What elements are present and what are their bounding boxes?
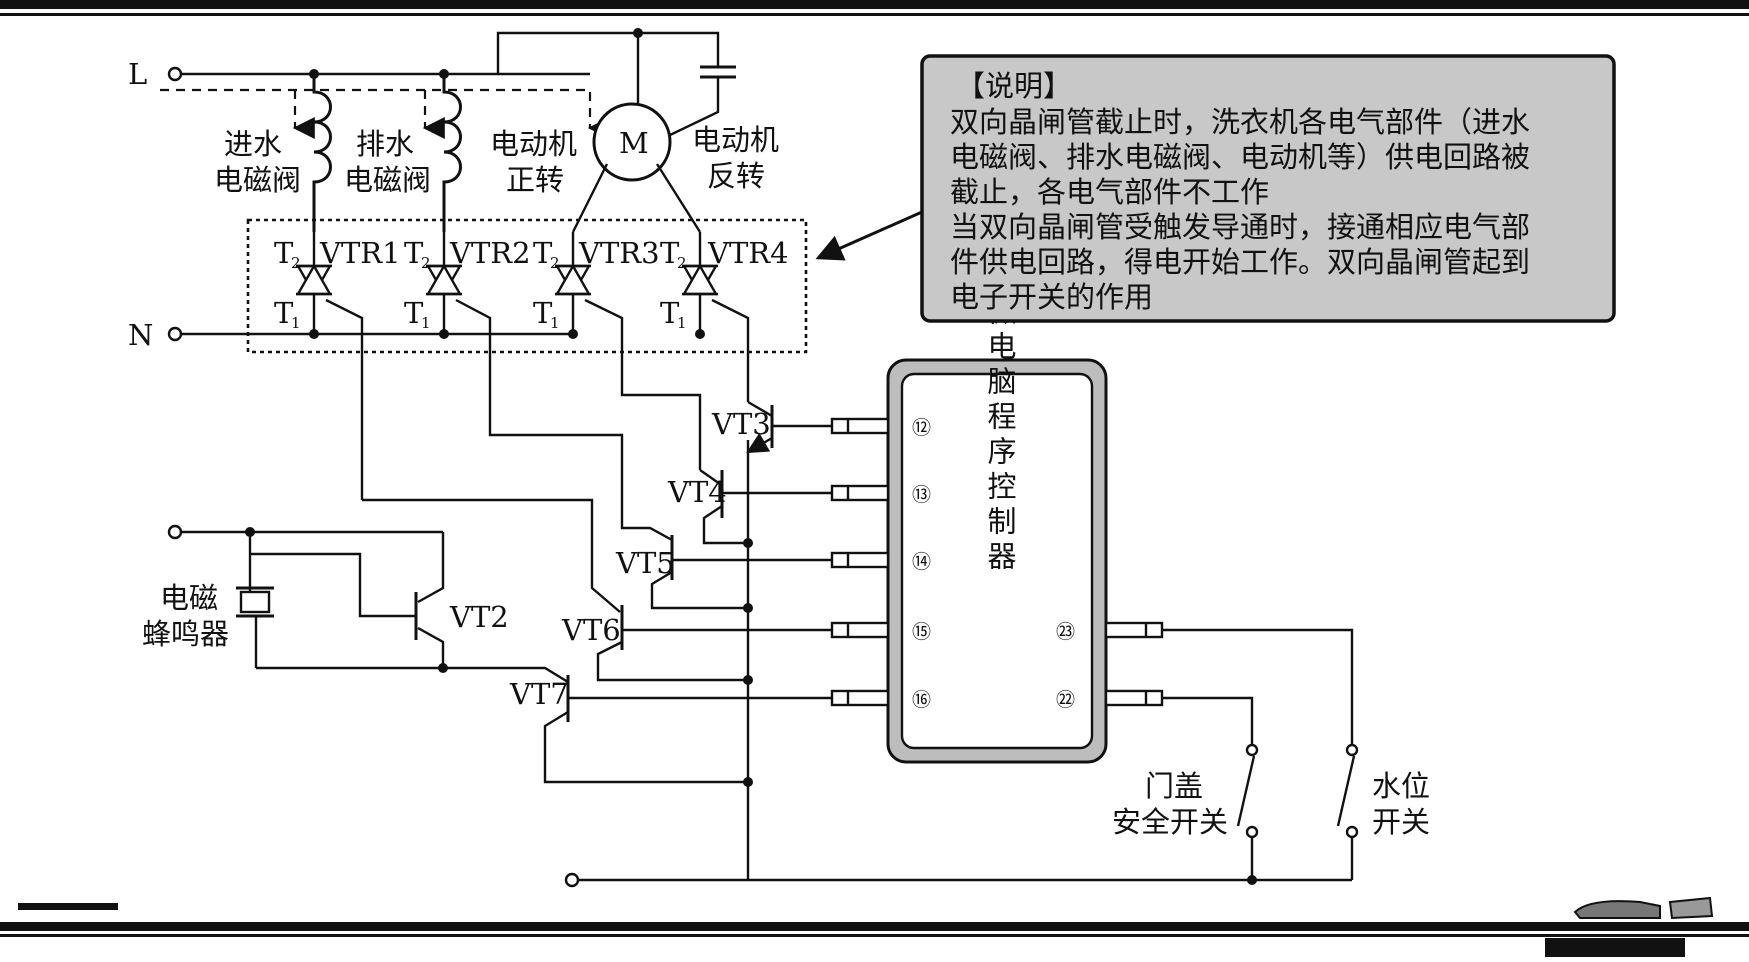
- control-dash-motor: [160, 88, 610, 139]
- note-line-6: 电子开关的作用: [950, 280, 1153, 314]
- top-border-bar: [0, 0, 1749, 9]
- motor-reverse-label-2: 反转: [707, 159, 765, 193]
- vtr2-t2-sub: 2: [421, 254, 431, 272]
- motor-forward-label-1: 电动机: [490, 127, 577, 161]
- drain-valve-label-2: 电磁阀: [344, 163, 431, 197]
- microcontroller-box: 微电脑程序控制器: [886, 296, 1108, 764]
- inlet-valve-label-1: 进水: [224, 127, 282, 161]
- vtr3-label: VTR3: [578, 236, 660, 270]
- note-line-2: 电磁阀、排水电磁阀、电动机等）供电回路被: [950, 140, 1530, 174]
- vt6-label: VT6: [561, 613, 621, 647]
- pencil-decoration: [1573, 900, 1661, 919]
- vtr3-t1-sub: 1: [550, 314, 560, 332]
- capacitor-wire: [669, 78, 720, 137]
- vtr2-t1-sub: 1: [421, 314, 431, 332]
- water-level-switch: 水位 开关: [1162, 628, 1430, 880]
- vtr2-t1-label: T: [404, 296, 424, 330]
- vtr4-t2-sub: 2: [677, 254, 687, 272]
- vtr3-t2-sub: 2: [550, 254, 560, 272]
- water-switch-label-2: 开关: [1372, 805, 1430, 839]
- vt2-label: VT2: [449, 600, 509, 634]
- triac-vtr4: T 2 T 1 VTR4: [660, 232, 789, 402]
- motor-feed-wire: [496, 31, 720, 74]
- door-safety-switch: 门盖 安全开关: [1112, 696, 1259, 885]
- note-line-3: 截止，各电气部件不工作: [950, 175, 1269, 209]
- pin-22-label: ㉒: [1056, 689, 1075, 711]
- vtr1-t1-sub: 1: [291, 314, 301, 332]
- transistor-vt6: VT6: [362, 498, 832, 685]
- pin-14-label: ⑭: [912, 551, 931, 573]
- transistor-vt7: VT7: [443, 666, 832, 787]
- vtr4-t2-label: T: [660, 236, 680, 270]
- drain-valve-label-1: 排水: [356, 127, 414, 161]
- water-switch-label-1: 水位: [1372, 769, 1430, 803]
- vt4-label: VT4: [667, 475, 727, 509]
- pin-15-label: ⑮: [912, 621, 931, 643]
- vt7-label: VT7: [509, 677, 569, 711]
- corner-mark: [18, 903, 118, 910]
- motor-forward-label-2: 正转: [506, 163, 564, 197]
- vtr2-label: VTR2: [449, 236, 531, 270]
- top-border-line: [0, 13, 1749, 16]
- eraser-decoration: [1668, 896, 1714, 920]
- transistor-vt3: VT3: [711, 400, 832, 454]
- triac-vtr2: T 2 T 1 VTR2: [404, 232, 624, 520]
- transistor-vt5: VT5: [615, 520, 832, 613]
- note-line-1: 双向晶闸管截止时，洗衣机各电气部件（进水: [950, 105, 1530, 139]
- controller-title: 微电脑程序控制器: [983, 296, 1017, 576]
- inlet-valve-label-2: 电磁阀: [214, 163, 301, 197]
- vtr4-t1-label: T: [660, 296, 680, 330]
- door-switch-label-1: 门盖: [1145, 769, 1203, 803]
- door-switch-label-2: 安全开关: [1112, 805, 1228, 839]
- vt5-label: VT5: [615, 546, 675, 580]
- terminal-l-node: [167, 66, 183, 82]
- vtr4-label: VTR4: [707, 236, 789, 270]
- note-pointer-arrow: [815, 210, 923, 261]
- motor-forward-wire: [571, 163, 609, 233]
- corner-block: [1545, 938, 1685, 957]
- vtr1-label: VTR1: [319, 236, 401, 270]
- vtr3-t2-label: T: [533, 236, 553, 270]
- vtr1-t2-sub: 2: [291, 254, 301, 272]
- triac-group-box: [246, 218, 808, 354]
- motor-reverse-wire: [655, 163, 702, 233]
- vtr1-t2-label: T: [274, 236, 294, 270]
- pin-16-label: ⑯: [912, 689, 931, 711]
- controller-pins-left: ⑫ ⑬ ⑭ ⑮ ⑯: [830, 417, 931, 711]
- triac-vtr1: T 2 T 1 VTR1: [274, 232, 401, 500]
- pin-13-label: ⑬: [912, 484, 931, 506]
- transistor-vt4: VT4: [667, 469, 832, 548]
- controller-pins-right: ㉓ ㉒: [1056, 621, 1164, 711]
- terminal-n-node: [167, 326, 183, 342]
- bottom-border-line: [0, 934, 1749, 937]
- transistor-vt2: VT2: [167, 524, 509, 673]
- terminal-n-label: N: [128, 318, 153, 352]
- vtr2-t2-label: T: [404, 236, 424, 270]
- note-line-4: 当双向晶闸管受触发导通时，接通相应电气部: [950, 210, 1530, 244]
- ground-terminal: [564, 872, 580, 888]
- pin-23-label: ㉓: [1056, 621, 1075, 643]
- vtr3-t1-label: T: [533, 296, 553, 330]
- inlet-valve-coil: [312, 74, 332, 232]
- note-box: 【说明】 双向晶闸管截止时，洗衣机各电气部件（进水 电磁阀、排水电磁阀、电动机等…: [920, 54, 1616, 323]
- buzzer-label-2: 蜂鸣器: [142, 617, 229, 651]
- motor-reverse-label-1: 电动机: [692, 123, 779, 157]
- motor-symbol: [592, 102, 672, 182]
- pin-12-label: ⑫: [912, 417, 931, 439]
- buzzer-label-1: 电磁: [160, 581, 218, 615]
- note-title: 【说明】: [956, 69, 1072, 103]
- vt3-label: VT3: [711, 407, 771, 441]
- drain-valve-coil: [442, 74, 462, 232]
- note-line-5: 件供电回路，得电开始工作。双向晶闸管起到: [950, 245, 1530, 279]
- bottom-border-bar: [0, 922, 1749, 931]
- electromagnetic-buzzer: 电磁 蜂鸣器: [142, 532, 274, 668]
- vtr4-t1-sub: 1: [677, 314, 687, 332]
- terminal-l-label: L: [128, 57, 147, 91]
- vtr1-t1-label: T: [274, 296, 294, 330]
- motor-letter: M: [619, 126, 649, 160]
- triac-vtr3: T 2 T 1 VTR3: [533, 232, 702, 470]
